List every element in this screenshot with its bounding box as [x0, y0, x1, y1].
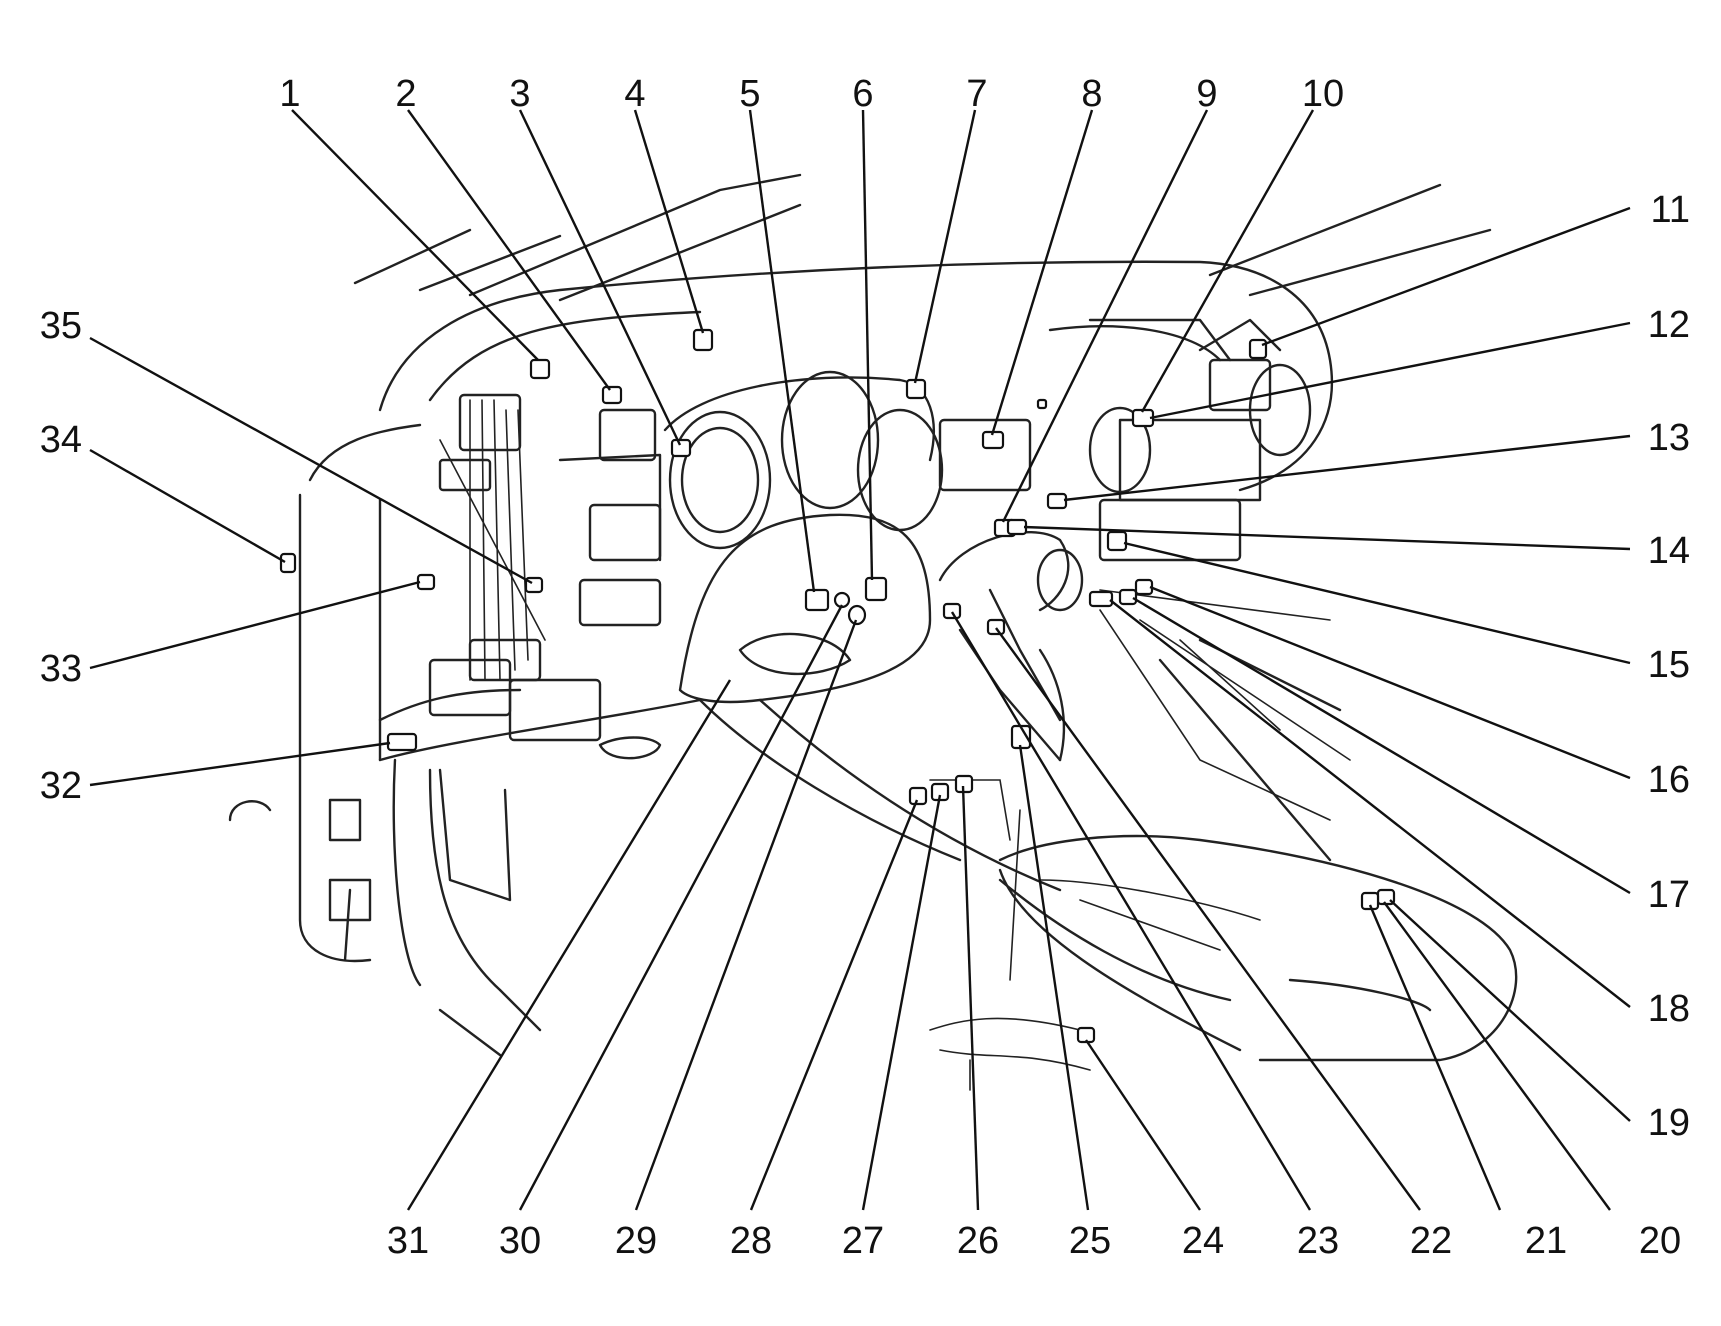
callout-3: 3 — [509, 73, 530, 115]
connector-30 — [833, 591, 851, 609]
dashboard-line-art — [228, 173, 1518, 1091]
connector-10 — [1036, 398, 1048, 410]
callout-11: 11 — [1651, 189, 1690, 231]
callout-24: 24 — [1182, 1220, 1224, 1262]
callout-16: 16 — [1648, 759, 1690, 801]
callout-4: 4 — [624, 73, 645, 115]
connector-5 — [804, 588, 830, 612]
connector-22 — [986, 618, 1006, 636]
callout-34: 34 — [40, 419, 82, 461]
callout-2: 2 — [395, 73, 416, 115]
connector-34 — [279, 552, 297, 574]
connector-6 — [864, 576, 888, 602]
connector-29 — [847, 604, 867, 626]
connector-markers — [279, 328, 1396, 1044]
callout-10: 10 — [1302, 73, 1344, 115]
callout-33: 33 — [40, 648, 82, 690]
callout-29: 29 — [615, 1220, 657, 1262]
callout-28: 28 — [730, 1220, 772, 1262]
connector-16 — [1134, 578, 1154, 596]
connector-11 — [1248, 338, 1268, 360]
connector-24 — [1076, 1026, 1096, 1044]
callout-7: 7 — [966, 73, 987, 115]
callout-14: 14 — [1648, 530, 1690, 572]
connector-2 — [601, 385, 623, 405]
callout-20: 20 — [1639, 1220, 1681, 1262]
connector-17 — [1118, 588, 1138, 606]
callout-15: 15 — [1648, 644, 1690, 686]
connector-1 — [529, 358, 551, 380]
callout-23: 23 — [1297, 1220, 1339, 1262]
callout-18: 18 — [1648, 988, 1690, 1030]
connector-21 — [1360, 891, 1380, 911]
callout-35: 35 — [40, 305, 82, 347]
connector-28 — [908, 786, 928, 806]
connector-23 — [942, 602, 962, 620]
connector-15 — [1106, 530, 1128, 552]
callout-31: 31 — [387, 1220, 429, 1262]
callout-13: 13 — [1648, 417, 1690, 459]
callout-9: 9 — [1196, 73, 1217, 115]
connector-3 — [670, 438, 692, 458]
callout-6: 6 — [852, 73, 873, 115]
callout-30: 30 — [499, 1220, 541, 1262]
callout-21: 21 — [1525, 1220, 1567, 1262]
callout-1: 1 — [279, 73, 300, 115]
callout-8: 8 — [1081, 73, 1102, 115]
callout-19: 19 — [1648, 1102, 1690, 1144]
leader-lines — [89, 109, 1631, 1211]
callout-12: 12 — [1648, 304, 1690, 346]
connector-33 — [416, 573, 436, 591]
callout-26: 26 — [957, 1220, 999, 1262]
callout-22: 22 — [1410, 1220, 1452, 1262]
connector-14 — [1006, 518, 1028, 536]
callout-17: 17 — [1648, 874, 1690, 916]
callout-27: 27 — [842, 1220, 884, 1262]
connector-32 — [386, 732, 418, 752]
callout-25: 25 — [1069, 1220, 1111, 1262]
callout-5: 5 — [739, 73, 760, 115]
connector-13 — [1046, 492, 1068, 510]
connector-18 — [1088, 590, 1114, 608]
callout-numbers: 1 2 3 4 5 6 7 8 9 10 11 12 13 14 15 16 1… — [40, 73, 1690, 1262]
callout-32: 32 — [40, 765, 82, 807]
